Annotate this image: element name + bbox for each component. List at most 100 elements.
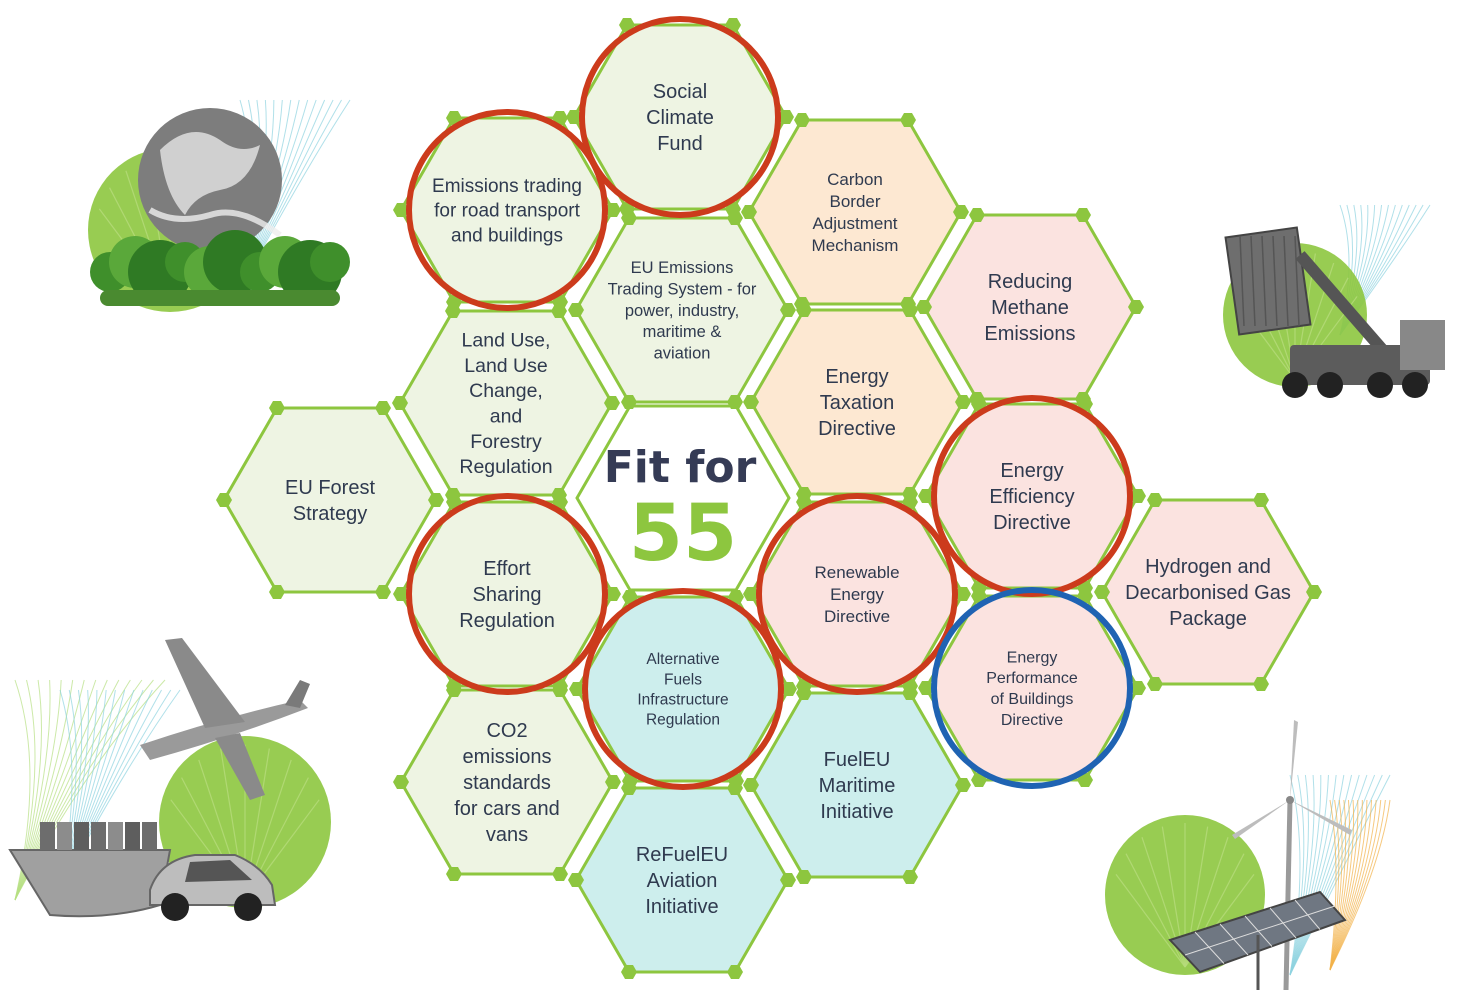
hex-label-line: Strategy (293, 503, 367, 525)
mesh-line (1329, 799, 1337, 971)
hex-label-line: Climate (646, 107, 714, 129)
vertex-dot (902, 303, 918, 317)
mesh-line (1289, 774, 1309, 976)
hex-label-line: EU Emissions (631, 259, 734, 277)
vertex-dot (727, 965, 743, 979)
vertex-dot (1253, 493, 1269, 507)
highlight-ring-red (931, 395, 1133, 597)
vertex-dot (1130, 681, 1146, 695)
hex-label-line: Initiative (820, 801, 893, 823)
highlight-ring-red (582, 588, 784, 790)
earth-clouds (160, 132, 260, 215)
vertex-dot (902, 870, 918, 884)
hex-label-line: Energy (1000, 460, 1063, 482)
hex-label-line: Reducing (988, 271, 1073, 293)
vertex-dot (605, 587, 621, 601)
vertex-dot (743, 587, 759, 601)
vertex-dot (1147, 493, 1163, 507)
container-rib (1294, 235, 1300, 327)
mesh-line (1329, 799, 1350, 971)
ship-container (74, 822, 89, 850)
vertex-dot (568, 303, 584, 317)
vertex-dot (621, 965, 637, 979)
mesh-line (1329, 799, 1382, 971)
mesh-line (1289, 774, 1322, 976)
wheel (1367, 372, 1393, 398)
earth-clouds (148, 207, 282, 238)
vertex-dot (1128, 300, 1144, 314)
vertex-dot (794, 113, 810, 127)
vertex-dot (552, 111, 568, 125)
plane-fuselage (140, 700, 308, 760)
vertex-dot (916, 300, 932, 314)
plane-wing (215, 733, 265, 800)
mesh-line (1329, 799, 1363, 971)
vertex-dot (728, 590, 744, 604)
vertex-dot (619, 18, 635, 32)
wheel (1317, 372, 1343, 398)
turbine-tower (1283, 799, 1293, 991)
hex-social-climate-fund (566, 18, 794, 216)
hex-label-line: Regulation (459, 456, 552, 478)
hex-label-line: Maritime (819, 775, 896, 797)
vertex-dot (604, 396, 620, 410)
vertex-dot (727, 781, 743, 795)
vertex-dot (953, 205, 969, 219)
mesh-line (1289, 774, 1337, 976)
vertex-dot (955, 395, 971, 409)
hex-label-line: Energy (830, 585, 884, 604)
hex-label-line: Alternative (646, 651, 719, 668)
hex-label-line: Land Use, (462, 329, 551, 351)
mesh-line (1289, 774, 1305, 976)
hex-label-line: Effort (483, 558, 531, 580)
turbine-blade (1290, 720, 1298, 800)
vertex-dot (375, 401, 391, 415)
hex-label-line: Energy (1007, 649, 1058, 666)
hex-label-line: Directive (824, 607, 890, 626)
hex-label-line: EU Forest (285, 477, 375, 499)
hex-label-line: CO2 (486, 720, 527, 742)
vertex-dot (902, 686, 918, 700)
hex-label-line: Change, (469, 380, 543, 402)
highlight-ring-red (406, 109, 608, 311)
vertex-dot (971, 773, 987, 787)
vertex-dot (393, 587, 409, 601)
hex-label-line: Regulation (459, 610, 555, 632)
vertex-dot (1253, 677, 1269, 691)
hex-label-line: Performance (986, 670, 1078, 687)
hex-fueleu-maritime (743, 686, 971, 884)
hex-label-line: Forestry (470, 431, 542, 453)
hex-label-line: Regulation (646, 712, 720, 729)
mesh-line (1289, 774, 1376, 976)
vertex-dot (1130, 489, 1146, 503)
hex-label-line: for road transport (434, 201, 580, 222)
highlight-ring-red (579, 16, 781, 218)
hex-label-line: Efficiency (989, 486, 1074, 508)
plane-wing (165, 638, 245, 728)
vertex-dot (902, 495, 918, 509)
wheel (1402, 372, 1428, 398)
vertex-dot (971, 397, 987, 411)
vertex-dot (621, 395, 637, 409)
ship-container (108, 822, 123, 850)
container-rib (1283, 235, 1289, 327)
hex-label-line: Trading System - for (608, 280, 757, 298)
vertex-dot (796, 303, 812, 317)
hex-eu-ets (568, 211, 796, 409)
vertex-dot (269, 585, 285, 599)
vertex-dot (392, 396, 408, 410)
vertex-dot (780, 303, 796, 317)
hex-shape (747, 118, 963, 306)
hex-hydrogen (1094, 493, 1322, 691)
hex-label-line: Emissions (984, 323, 1075, 345)
